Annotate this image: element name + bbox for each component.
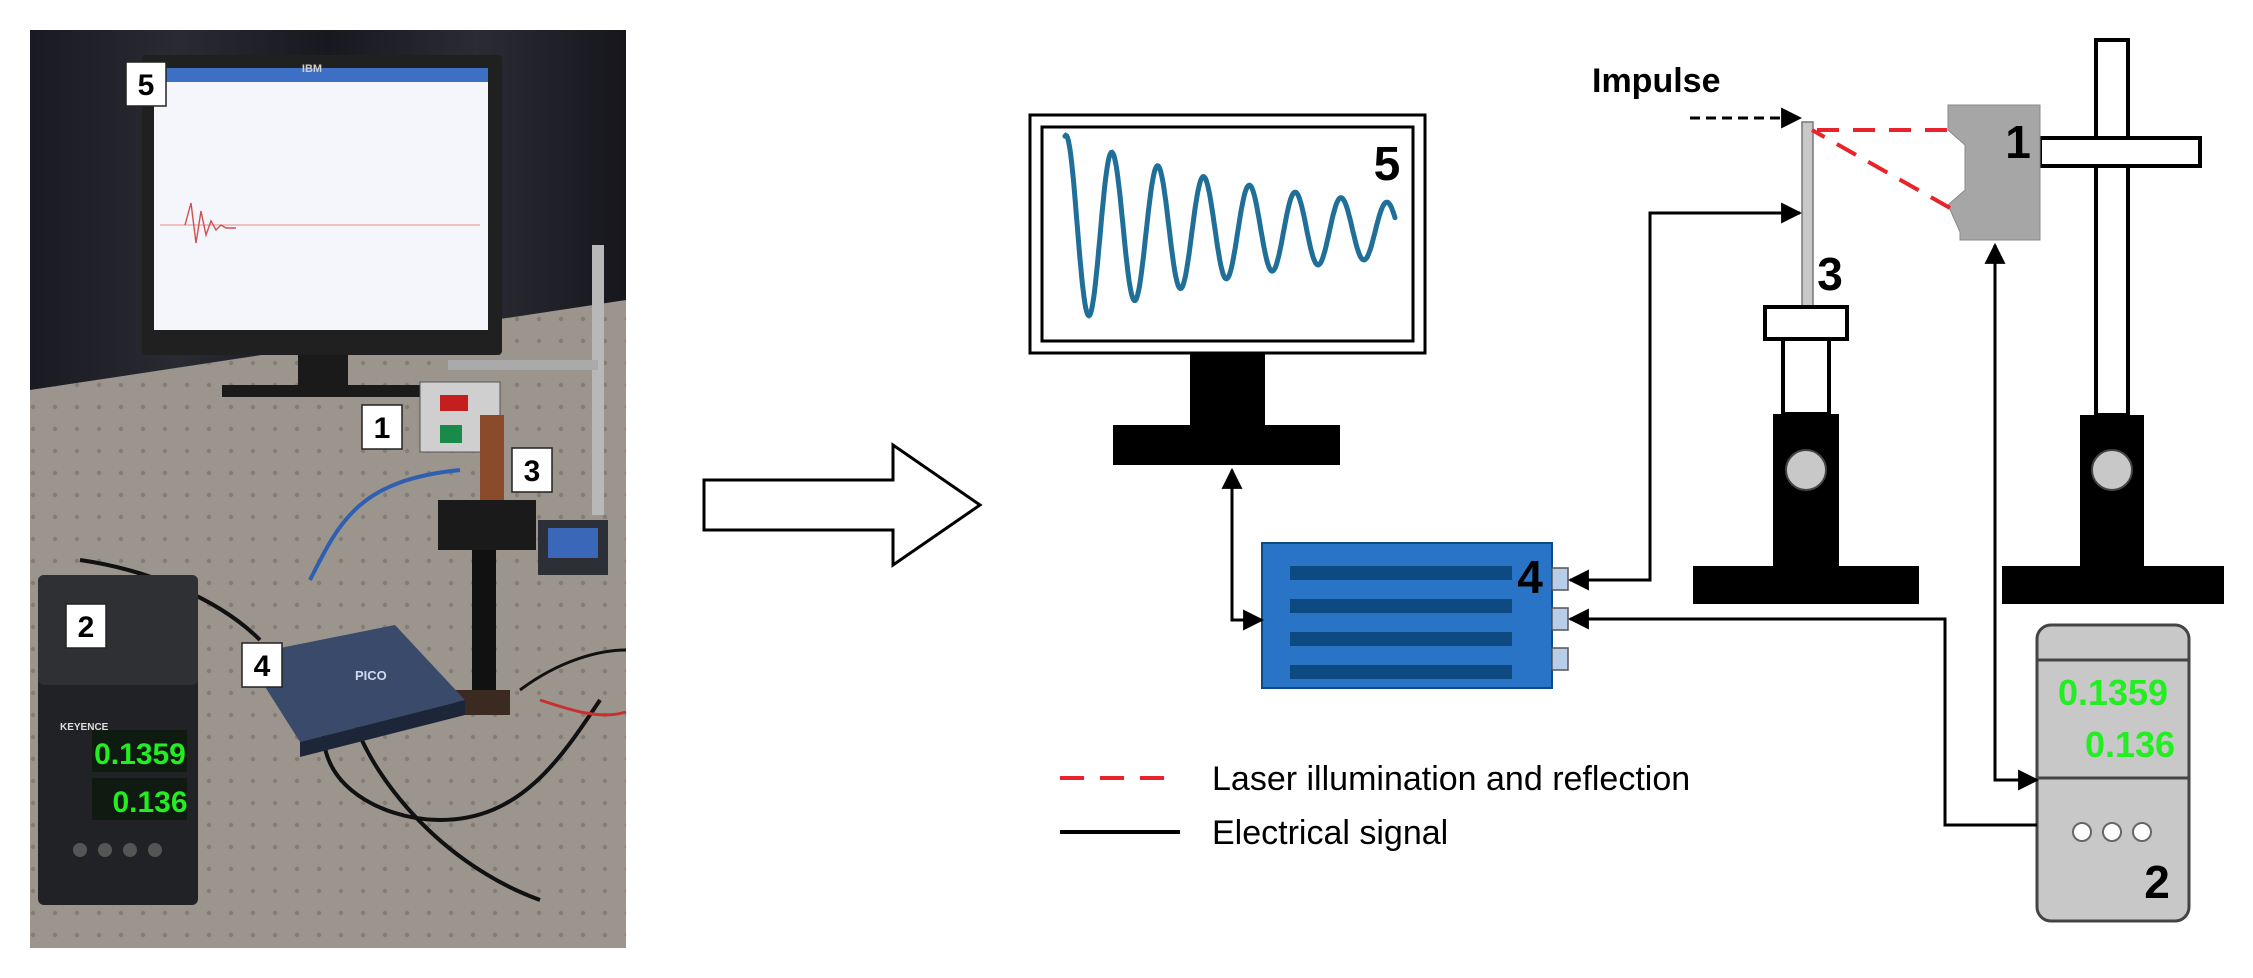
electrical-connections: [1221, 202, 2040, 827]
photo-monitor: IBM: [142, 55, 502, 397]
photo-reading-top: 0.1359: [94, 738, 186, 771]
photo-tag-5: 5: [125, 61, 167, 107]
monitor-logo: IBM: [302, 63, 322, 75]
photo-tag-3: 3: [511, 447, 553, 493]
wire-controller-to-daq: [1567, 608, 2037, 827]
photo-sensor-stand: [419, 245, 608, 575]
legend-text-electrical: Electrical signal: [1212, 814, 1448, 852]
photo-daq: PICO: [245, 625, 465, 757]
schematic-laser-sensor: 1: [1947, 104, 2041, 241]
photo-tag-2: 2: [65, 603, 107, 649]
legend: Laser illumination and reflection Electr…: [1060, 760, 1690, 852]
photo-tag-4: 4: [241, 642, 283, 688]
controller-brand: KEYENCE: [60, 722, 109, 733]
controller-reading-top: 0.1359: [2058, 672, 2168, 713]
daq-label: 4: [1517, 551, 1543, 603]
svg-text:4: 4: [254, 650, 271, 683]
photo-sample-holder: [438, 415, 536, 715]
schematic-daq: 4: [1261, 542, 1569, 689]
svg-text:2: 2: [78, 611, 95, 644]
svg-text:1: 1: [374, 412, 391, 445]
transition-arrow: [702, 442, 983, 568]
wire-beam-to-daq: [1567, 202, 1803, 591]
vibration-signal-wave: [1062, 132, 1398, 319]
impulse-label: Impulse: [1592, 62, 1720, 100]
photo-reading-bottom: 0.136: [112, 786, 187, 819]
wire-monitor-to-daq: [1230, 470, 1265, 631]
usb-cable: [308, 468, 461, 581]
wire-sensor-to-controller: [1984, 242, 2040, 791]
laser-beam-lower: [1811, 128, 1951, 210]
lab-photo: IBM PICO: [30, 30, 627, 948]
monitor-label: 5: [1374, 138, 1401, 191]
schematic-sample-stand: 3: [1693, 121, 1919, 604]
sensor-label: 1: [2005, 116, 2031, 168]
schematic-controller: 0.1359 0.136 2: [2035, 623, 2191, 923]
photo-tag-1: 1: [361, 404, 403, 450]
photo-controller: KEYENCE 0.1359 0.136: [38, 575, 198, 905]
impulse-indicator: Impulse: [1592, 62, 1803, 129]
controller-label: 2: [2144, 856, 2170, 908]
controller-reading-bottom: 0.136: [2085, 724, 2175, 765]
svg-text:3: 3: [524, 455, 541, 488]
svg-text:PICO: PICO: [355, 668, 387, 683]
sample-label: 3: [1817, 248, 1843, 300]
schematic-monitor: 5: [1028, 113, 1427, 465]
legend-text-laser: Laser illumination and reflection: [1212, 760, 1690, 798]
svg-text:5: 5: [138, 69, 155, 102]
schematic-sensor-stand: [2002, 38, 2224, 604]
sample-beam: [1801, 121, 1814, 308]
